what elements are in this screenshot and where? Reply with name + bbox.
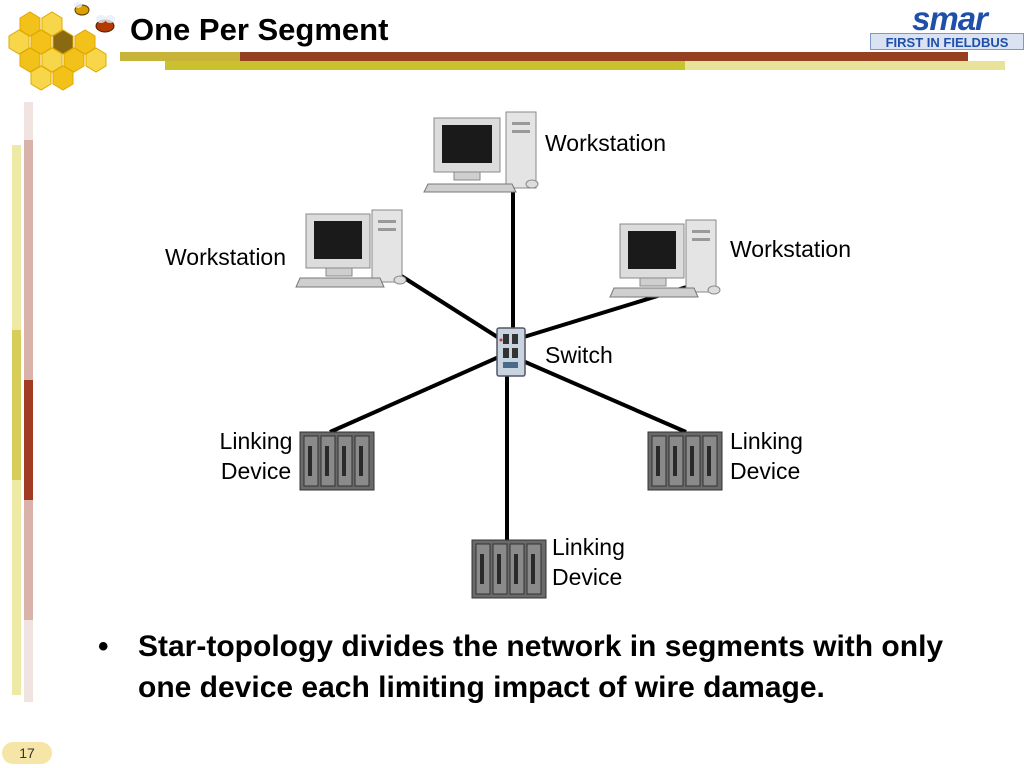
workstation-icon [609, 219, 721, 298]
logo-tagline: FIRST IN FIELDBUS [870, 33, 1024, 50]
bullet-text: Star-topology divides the network in seg… [138, 630, 944, 704]
slide-title: One Per Segment [130, 12, 389, 47]
page-number: 17 [2, 742, 52, 764]
workstation-icon [295, 209, 407, 288]
label-line: Linking [730, 428, 803, 454]
honeycomb-icon [8, 11, 107, 91]
label-line: Device [220, 458, 292, 484]
label-linking-device-left: Linking Device [210, 426, 302, 486]
linking-device-icon [299, 431, 375, 491]
workstation-icon [423, 111, 539, 193]
smar-logo: smar [912, 0, 988, 37]
label-workstation-top: Workstation [545, 130, 667, 156]
label-linking-device-right: Linking Device [730, 426, 803, 486]
linking-device-icon [471, 539, 547, 599]
bee-icon [74, 2, 115, 33]
linking-device-icon [647, 431, 723, 491]
label-line: Linking [552, 534, 625, 560]
label-line: Device [730, 458, 801, 484]
label-workstation-right: Workstation [730, 236, 852, 262]
label-workstation-left: Workstation [165, 244, 287, 270]
label-line: Linking [219, 428, 293, 454]
switch-icon [496, 327, 526, 377]
label-switch: Switch [545, 342, 613, 368]
label-line: Device [552, 564, 623, 590]
label-linking-device-bottom: Linking Device [552, 532, 625, 592]
bullet-marker: • [98, 630, 109, 663]
